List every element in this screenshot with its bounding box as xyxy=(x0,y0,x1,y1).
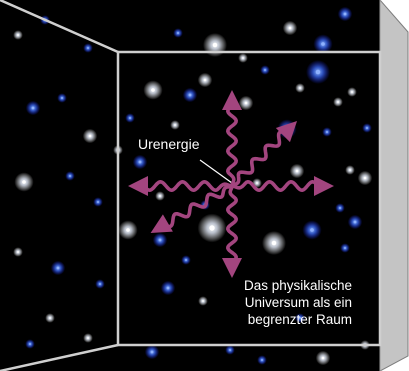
room-left-wall-bottom-edge xyxy=(0,343,119,371)
star-core xyxy=(126,228,130,232)
star-core xyxy=(321,356,325,360)
star-core xyxy=(229,349,231,351)
wavy-arrow-icon xyxy=(314,176,334,196)
star-core xyxy=(97,201,99,203)
star-core xyxy=(337,101,339,103)
wavy-arrow-shaft xyxy=(230,130,288,188)
star-core xyxy=(56,266,60,270)
room-outline xyxy=(0,0,382,371)
star-core xyxy=(344,247,346,249)
star-core xyxy=(138,160,142,164)
star-core xyxy=(99,283,101,285)
star-core xyxy=(61,97,63,99)
star-core xyxy=(256,182,258,184)
star-core xyxy=(69,175,71,177)
star-core xyxy=(185,259,187,261)
star-core xyxy=(310,228,314,232)
star-core xyxy=(158,238,162,242)
star-core xyxy=(343,12,347,16)
universe-label-line-1: Das physikalische xyxy=(244,278,353,293)
star-core xyxy=(202,300,204,302)
star-core xyxy=(212,42,218,48)
star-core xyxy=(326,131,328,133)
star-core xyxy=(129,117,131,119)
star-core xyxy=(244,101,248,105)
energy-pointer-line xyxy=(199,159,233,184)
star-core xyxy=(321,42,325,46)
wavy-arrow-shaft xyxy=(230,180,320,192)
star-core xyxy=(299,317,301,319)
wavy-arrow-shaft xyxy=(142,180,234,192)
star-core xyxy=(264,69,266,71)
star-core xyxy=(31,106,35,110)
star-core xyxy=(17,34,19,36)
star-core xyxy=(288,26,292,30)
star-core xyxy=(366,127,368,129)
star-core xyxy=(299,87,301,89)
star-core xyxy=(177,32,179,34)
star-core xyxy=(349,169,351,171)
wavy-arrow-icon xyxy=(128,176,148,196)
star-core xyxy=(271,240,277,246)
wavy-arrow-shaft xyxy=(226,104,238,188)
star-core xyxy=(17,251,19,253)
star-core xyxy=(209,225,215,231)
star-core xyxy=(87,47,89,49)
room-left-wall-top-edge xyxy=(0,0,119,54)
wavy-arrow-icon xyxy=(222,90,242,110)
star-core xyxy=(188,93,192,97)
star-core xyxy=(22,180,26,184)
star-core xyxy=(49,317,51,319)
wavy-arrow-icon xyxy=(275,120,298,143)
universe-label-line-2: Universum als ein xyxy=(244,295,353,310)
wavy-arrow-icon xyxy=(222,258,242,278)
star-core xyxy=(339,207,341,209)
star-core xyxy=(351,91,353,93)
wavy-arrow-icon xyxy=(150,214,173,233)
star-core xyxy=(203,78,207,82)
star-core xyxy=(29,343,31,345)
star-core xyxy=(363,176,367,180)
star-core xyxy=(87,337,89,339)
energy-arrows xyxy=(128,90,334,278)
star-core xyxy=(242,57,244,59)
energy-label: Urenergie xyxy=(138,136,200,152)
star-field xyxy=(13,6,373,366)
star-core xyxy=(353,220,357,224)
wavy-arrow-shaft xyxy=(162,184,234,229)
star-core xyxy=(261,359,263,361)
star-core xyxy=(166,286,170,290)
star-core xyxy=(150,350,154,354)
star-core xyxy=(151,88,155,92)
star-core xyxy=(295,169,299,173)
star-core xyxy=(159,195,161,197)
universe-label: Das physikalische Universum als ein begr… xyxy=(244,277,352,328)
box-right-side xyxy=(379,0,409,371)
star-core xyxy=(88,134,92,138)
room-back-wall xyxy=(116,50,382,347)
star-core xyxy=(315,69,321,75)
universe-label-line-3: begrenzter Raum xyxy=(247,312,353,327)
wavy-arrow-shaft xyxy=(226,184,238,264)
star-core xyxy=(174,124,176,126)
